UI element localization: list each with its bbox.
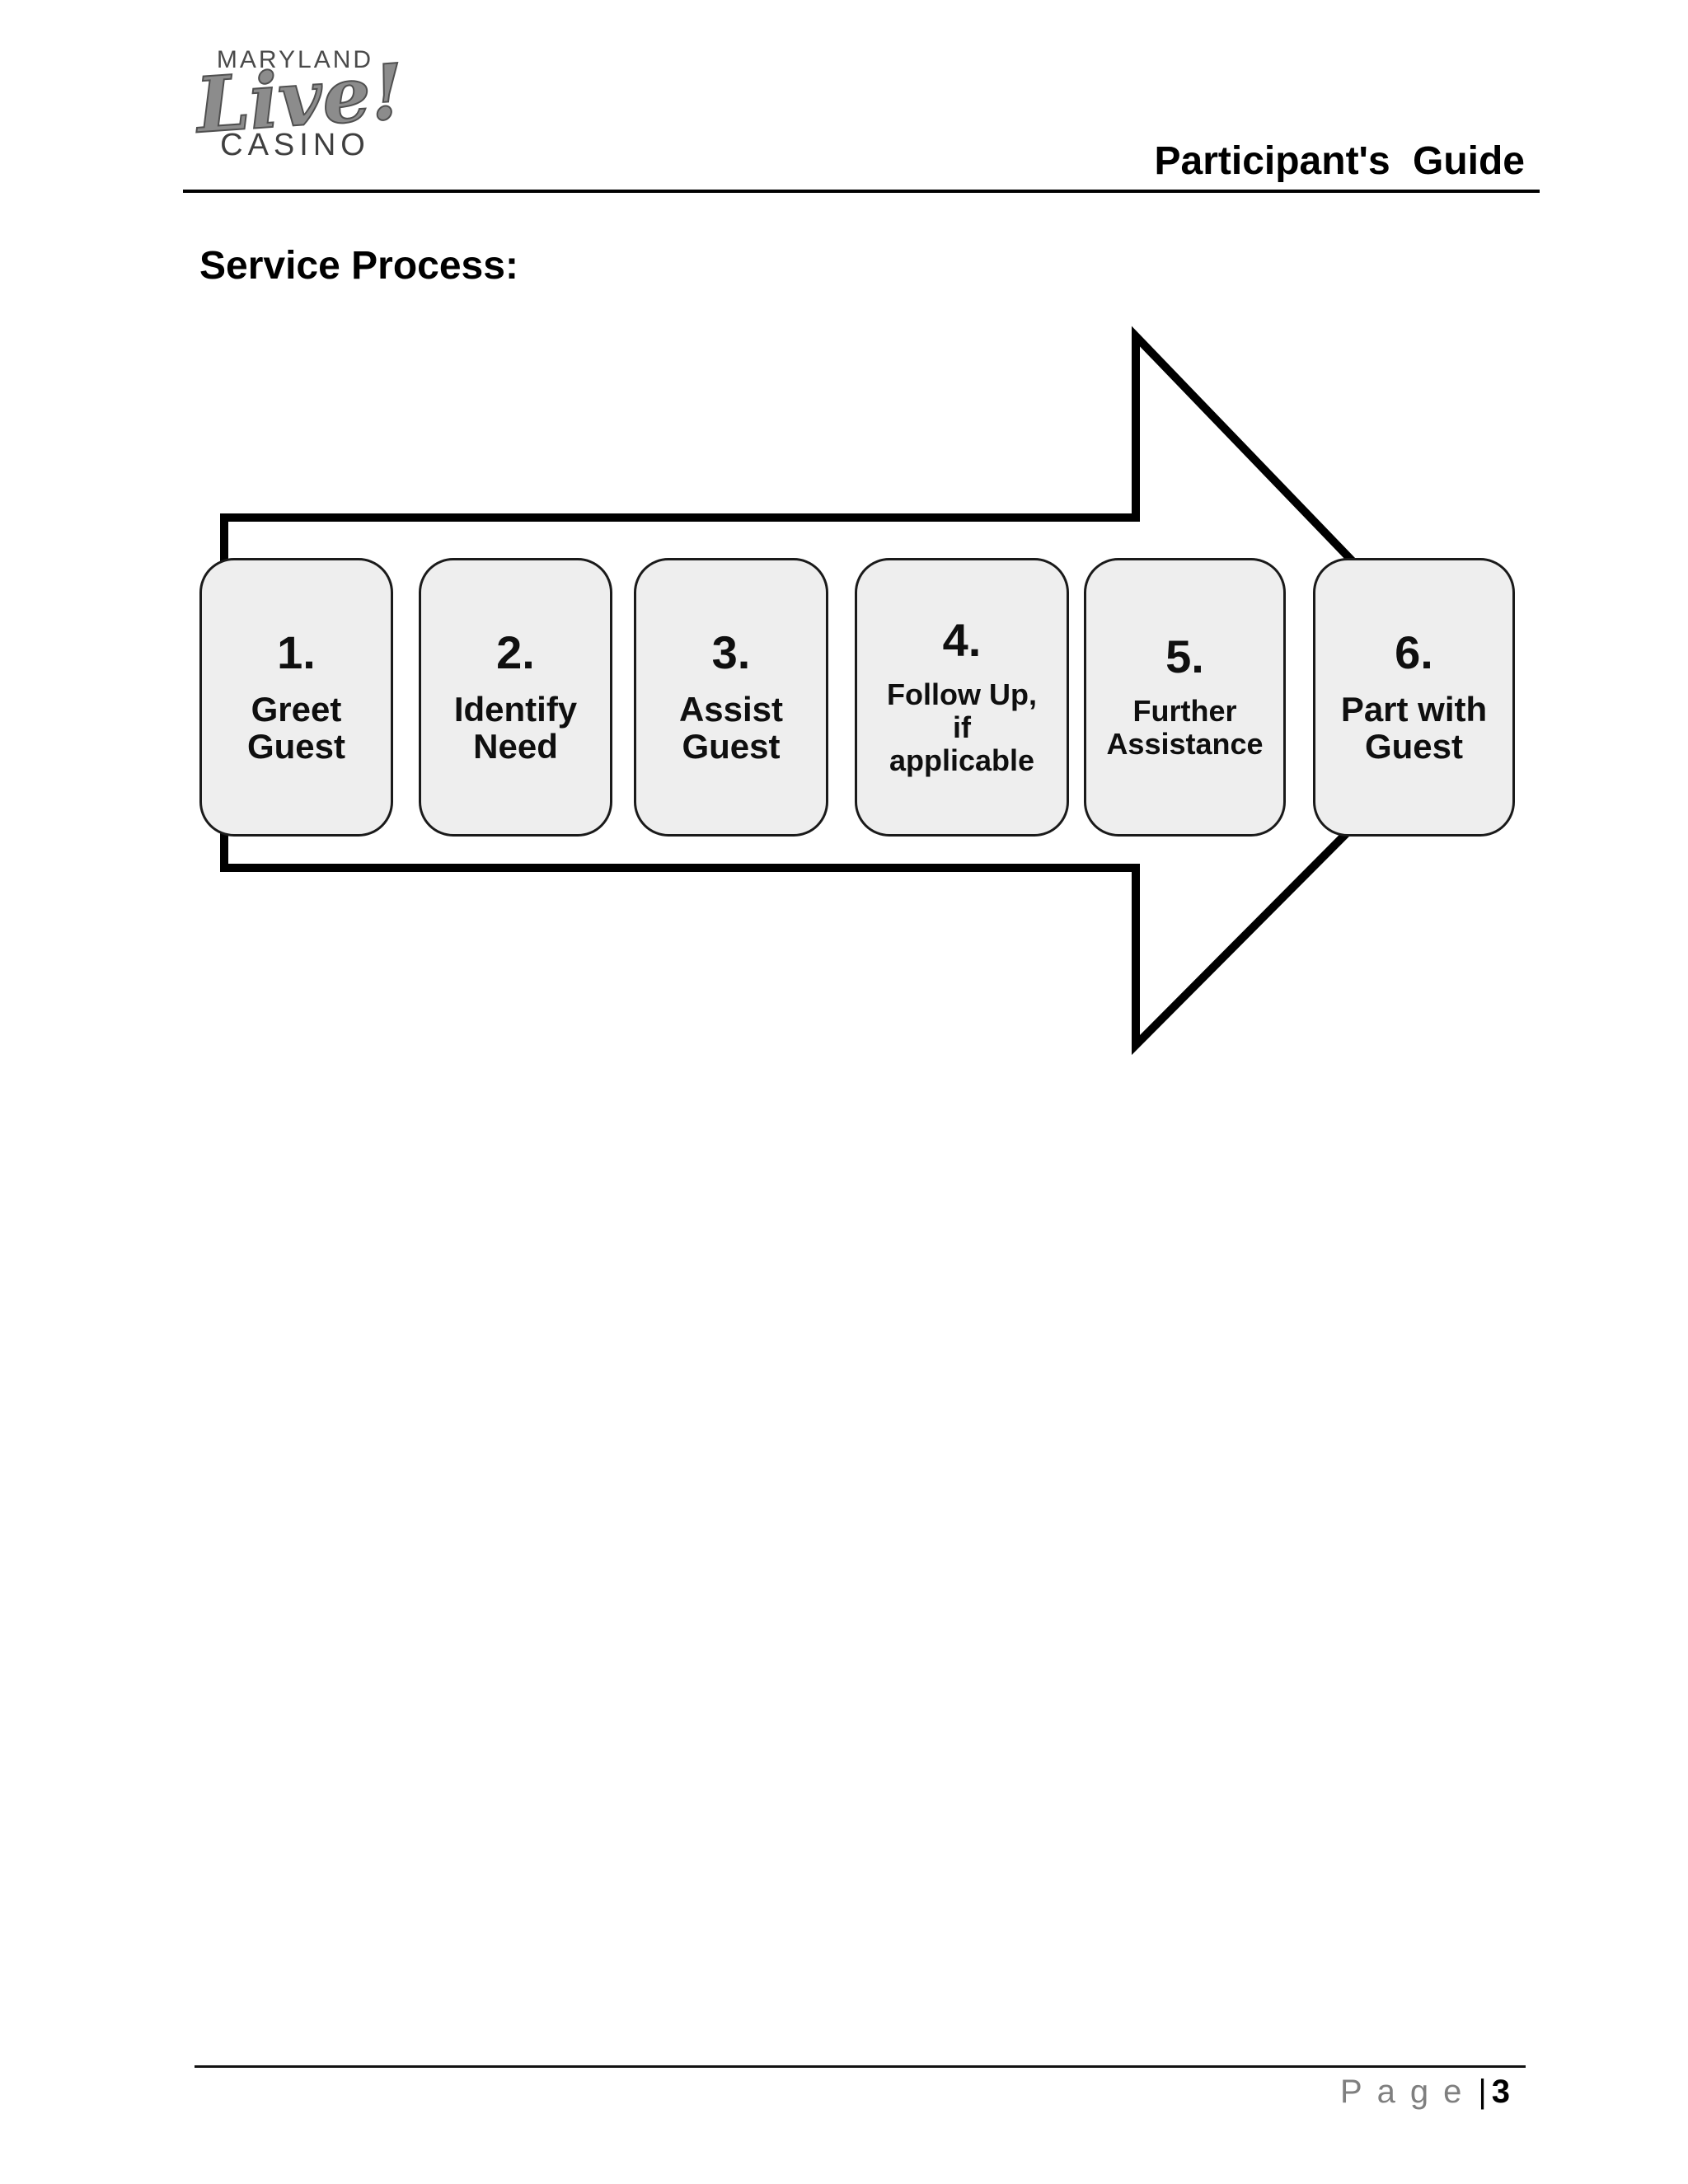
step-label: Part with Guest: [1340, 689, 1488, 766]
step-number: 1.: [277, 626, 316, 678]
footer-divider: [195, 2065, 1526, 2068]
process-step-2: 2. Identify Need: [419, 558, 612, 837]
page-footer: Page|3: [1340, 2074, 1510, 2111]
step-label: Further Assistance: [1106, 693, 1264, 761]
footer-separator: |: [1478, 2074, 1487, 2110]
process-step-1: 1. Greet Guest: [199, 558, 393, 837]
maryland-live-casino-logo: MARYLAND Live! CASINO: [193, 46, 408, 162]
step-number: 5.: [1165, 630, 1204, 682]
footer-page-label: Page: [1339, 2074, 1477, 2110]
step-number: 2.: [496, 626, 535, 678]
footer-page-number: 3: [1491, 2074, 1510, 2110]
process-step-4: 4. Follow Up, if applicable: [855, 558, 1069, 837]
step-label: Identify Need: [453, 689, 578, 766]
step-label: Assist Guest: [678, 689, 784, 766]
logo-casino-text: CASINO: [220, 127, 370, 162]
document-title: Participant's Guide: [1154, 139, 1525, 183]
section-title: Service Process:: [199, 244, 518, 288]
step-number: 4.: [942, 613, 982, 666]
process-step-6: 6. Part with Guest: [1313, 558, 1515, 837]
process-step-5: 5. Further Assistance: [1084, 558, 1286, 837]
step-number: 6.: [1395, 626, 1433, 678]
header-divider: [183, 190, 1540, 193]
step-label: Follow Up, if applicable: [887, 677, 1037, 778]
step-number: 3.: [711, 626, 751, 678]
step-label: Greet Guest: [246, 689, 346, 766]
process-step-3: 3. Assist Guest: [634, 558, 828, 837]
logo-live-script-text: Live!: [193, 46, 408, 151]
logo-maryland-text: MARYLAND: [216, 46, 374, 73]
